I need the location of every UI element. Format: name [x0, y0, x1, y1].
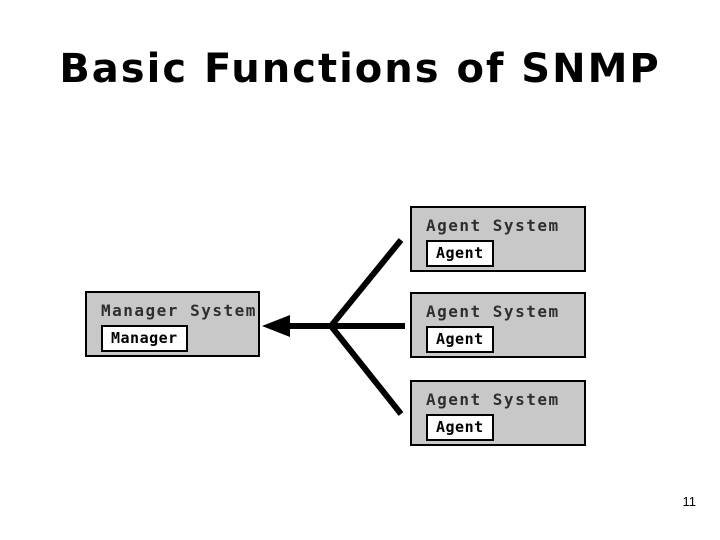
page-number: 11	[682, 494, 697, 509]
manager-inner-box: Manager	[101, 325, 188, 352]
agent-system-title-2: Agent System	[426, 302, 560, 321]
connector-branch-bottom	[328, 324, 404, 416]
agent-system-box-1: Agent System Agent	[410, 206, 586, 272]
agent-inner-box-2: Agent	[426, 326, 494, 353]
agent-system-title-3: Agent System	[426, 390, 560, 409]
agent-inner-box-1: Agent	[426, 240, 494, 267]
arrowhead-left-icon	[262, 315, 290, 337]
manager-system-box: Manager System Manager	[85, 291, 260, 357]
page-title: Basic Functions of SNMP	[59, 46, 661, 92]
agent-system-box-2: Agent System Agent	[410, 292, 586, 358]
connector-branch-top	[328, 238, 404, 328]
agent-system-box-3: Agent System Agent	[410, 380, 586, 446]
manager-system-title: Manager System	[101, 301, 257, 320]
agent-system-title-1: Agent System	[426, 216, 560, 235]
agent-inner-box-3: Agent	[426, 414, 494, 441]
